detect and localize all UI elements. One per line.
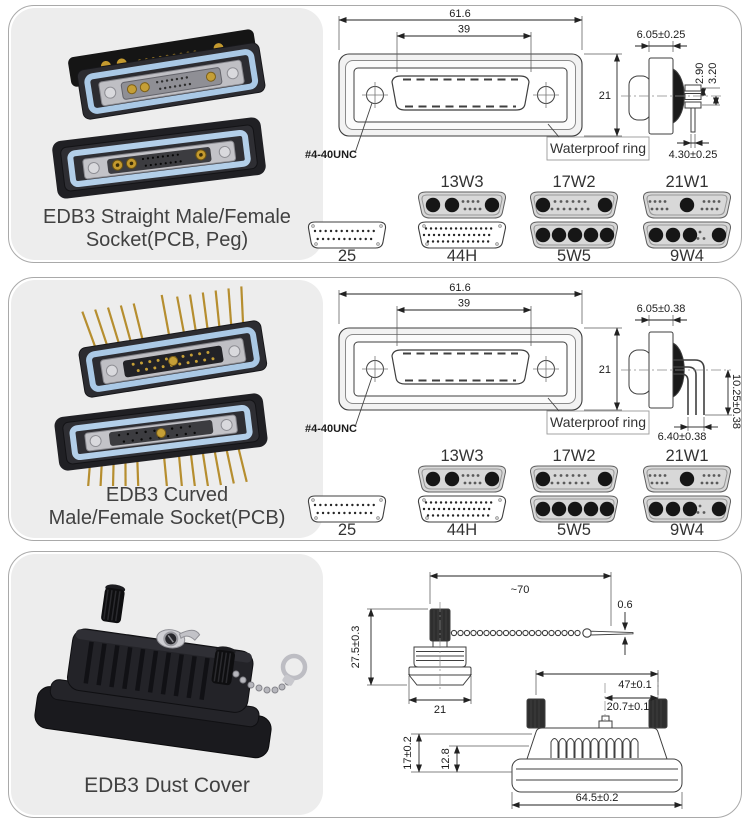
thread-label: #4-40UNC	[305, 423, 357, 435]
panel-straight-socket: EDB3 Straight Male/Female Socket(PCB, Pe…	[8, 5, 742, 263]
dim-total-width: 61.6	[449, 282, 470, 294]
technical-drawing-dust-cover: ~70 0.6 27.5±0.3 21 47±0.1 20.7±0.1 17±0…	[350, 572, 683, 809]
photo-card-straight: EDB3 Straight Male/Female Socket(PCB, Pe…	[11, 8, 323, 260]
variant-label-17w2: 17W2	[552, 173, 595, 191]
variant-label-21w1: 21W1	[665, 447, 708, 465]
caption-line: Socket(PCB, Peg)	[85, 229, 249, 252]
variant-label-5w5: 5W5	[557, 521, 591, 536]
dim-cover-height: 17±0.2	[402, 736, 414, 770]
dim-cover-inner-height: 12.8	[440, 748, 452, 769]
waterproof-label-box	[546, 410, 650, 435]
dim-tab-thickness: 0.6	[617, 599, 632, 611]
caption-line: EDB3 Dust Cover	[84, 774, 250, 798]
thumbscrew-view	[407, 608, 473, 686]
cover-front-view	[511, 698, 683, 793]
dim-depth: 6.05±0.25	[637, 29, 686, 41]
dim-tail: 4.30±0.25	[669, 149, 718, 161]
technical-drawing-straight: 61.6 39 21 #4-40UNC Waterproof ring 6.05…	[305, 8, 742, 262]
dim-height: 21	[599, 90, 611, 102]
dim-chain-length: ~70	[511, 584, 530, 596]
waterproof-ring-label: Waterproof ring	[550, 414, 646, 430]
dim-depth: 6.05±0.38	[637, 303, 686, 315]
waterproof-ring-label: Waterproof ring	[550, 140, 646, 156]
product-photo-curved-socket	[54, 286, 268, 486]
variant-label-13w3: 13W3	[440, 447, 483, 465]
dim-screw-width: 21	[434, 704, 446, 716]
dim-drop: 10.25±0.38	[730, 374, 742, 429]
chain	[450, 628, 634, 638]
dim-slot-width: 39	[458, 24, 470, 36]
variant-label-5w5: 5W5	[557, 247, 591, 262]
dim-height: 21	[599, 364, 611, 376]
waterproof-label-box	[546, 136, 650, 161]
dim-pin-offset-2: 3.20	[707, 63, 719, 84]
variant-label-44h: 44H	[447, 247, 477, 262]
thread-label: #4-40UNC	[305, 149, 357, 161]
dim-total-width: 61.6	[449, 8, 470, 20]
photo-card-dust-cover: EDB3 Dust Cover	[11, 554, 323, 815]
dim-center-offset: 20.7±0.1	[607, 701, 650, 713]
variant-label-25: 25	[338, 247, 356, 262]
dim-pin-offset-1: 2.90	[694, 63, 706, 84]
panel-dust-cover: EDB3 Dust Cover	[8, 551, 742, 818]
dim-slot-width: 39	[458, 298, 470, 310]
photo-card-curved: EDB3 Curved Male/Female Socket(PCB)	[11, 280, 323, 538]
product-caption: EDB3 Straight Male/Female Socket(PCB, Pe…	[11, 206, 323, 253]
dim-tail: 6.40±0.38	[658, 431, 707, 443]
variant-label-9w4: 9W4	[670, 521, 704, 536]
caption-line: EDB3 Straight Male/Female	[43, 205, 291, 228]
variant-label-21w1: 21W1	[665, 173, 708, 191]
dim-screw-height: 27.5±0.3	[350, 626, 362, 669]
dim-screw-span: 47±0.1	[618, 679, 652, 691]
variant-label-13w3: 13W3	[440, 173, 483, 191]
technical-drawing-curved: 61.6 39 21 #4-40UNC Waterproof ring 6.05…	[305, 282, 742, 536]
product-caption: EDB3 Dust Cover	[11, 774, 323, 799]
product-photo-dust-cover	[34, 584, 308, 759]
dim-cover-width: 64.5±0.2	[576, 792, 619, 804]
product-photo-straight-socket	[52, 29, 266, 199]
variant-label-9w4: 9W4	[670, 247, 704, 262]
caption-line: Male/Female Socket(PCB)	[48, 507, 286, 530]
product-caption: EDB3 Curved Male/Female Socket(PCB)	[11, 484, 323, 531]
variant-label-17w2: 17W2	[552, 447, 595, 465]
variant-label-25: 25	[338, 521, 356, 536]
variant-label-44h: 44H	[447, 521, 477, 536]
caption-line: EDB3 Curved	[105, 483, 229, 506]
panel-curved-socket: EDB3 Curved Male/Female Socket(PCB)	[8, 277, 742, 541]
